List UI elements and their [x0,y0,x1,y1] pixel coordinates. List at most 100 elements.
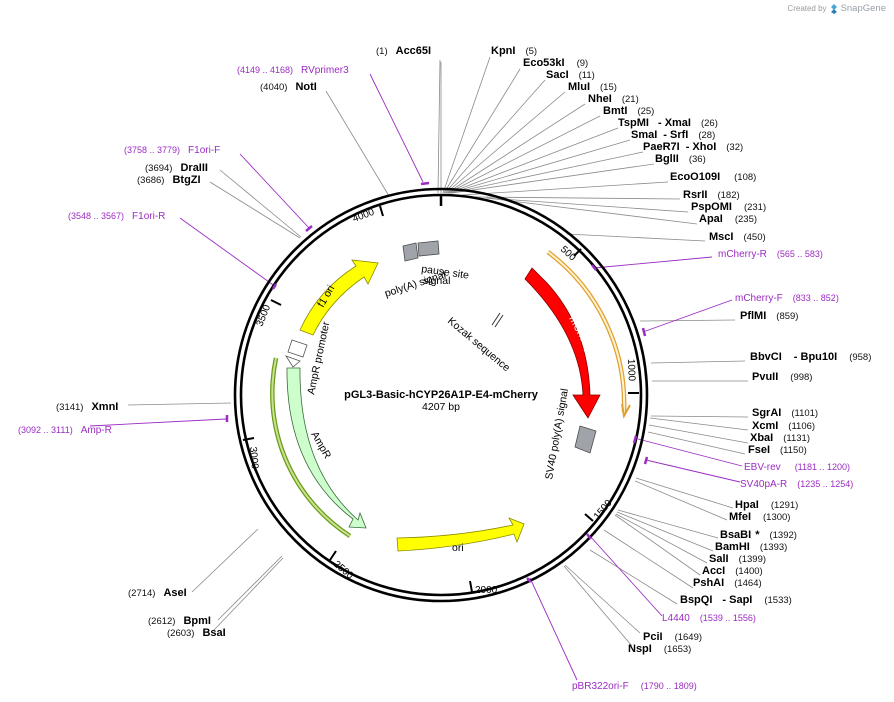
svg-text:(3548 .. 3567)F1ori-R: (3548 .. 3567)F1ori-R [68,211,165,222]
svg-text:RsrII(182): RsrII(182) [683,189,740,201]
primer-range: (4149 .. 4168) [237,65,293,75]
svg-text:KpnI(5): KpnI (5) [491,45,537,57]
enzyme-name: PciI [643,631,663,643]
enzyme-name: PflMI [740,310,766,322]
enzyme-position: (21) [622,94,639,105]
enzyme-leader-lines [127,56,749,647]
primer-range: (565 .. 583) [777,249,823,259]
svg-text:SacI(11): SacI(11) [546,69,595,81]
ampr-feature[interactable] [286,367,367,529]
enzyme-position: (5) [525,46,537,57]
svg-text:(4040)NotI: (4040)NotI [260,81,317,93]
polya-signal-feature[interactable] [402,242,419,262]
enzyme-position: (1) [376,46,388,57]
enzyme-name: SmaI [631,129,657,141]
ori-label: ori [452,542,464,554]
enzyme-name: FseI [748,444,770,456]
enzyme-labels-right: KpnI (5) Eco53kI(9) SacI(11) MluI (15) Nhe… [491,45,871,655]
ampr-promoter-feature[interactable] [285,339,308,368]
svg-text:(2714)AseI: (2714)AseI [128,587,187,599]
enzyme-name: NotI [295,81,316,93]
enzyme-name: NspI [628,643,652,655]
svg-text:XbaI(1131): XbaI(1131) [750,432,810,444]
enzyme-position: (3686) [137,175,164,186]
enzyme-name: Acc65I [396,45,431,57]
svg-text:XcmI(1106): XcmI(1106) [752,420,815,432]
svg-text:FseI(1150): FseI(1150) [748,444,807,456]
enzyme-position: (15) [600,82,617,93]
tick-label: 4000 [351,207,376,225]
enzyme-name: XmnI [91,401,118,413]
scale-ticks [242,205,639,593]
svg-text:SgrAI(1101): SgrAI(1101) [752,407,818,419]
primer-leader-lines [89,73,743,681]
sv40-polya-feature[interactable] [574,425,597,454]
primer-range: (833 .. 852) [793,293,839,303]
enzyme-name: AseI [163,587,186,599]
primer-range: (1235 .. 1254) [797,479,853,489]
enzyme-name: BmtI [603,105,627,117]
svg-text:NheI(21): NheI(21) [588,93,639,105]
svg-text:EBV-rev(1181 .. 1200): EBV-rev(1181 .. 1200) [744,462,850,473]
enzyme-position: (1399) [739,554,766,565]
svg-text:MfeI(1300): MfeI(1300) [729,511,790,523]
enzyme-position: (1393) [760,542,787,553]
enzyme-alias: - SrfI [663,129,688,141]
primer-name: F1ori-F [188,145,220,156]
enzyme-name: PaeR7I [643,141,680,153]
enzyme-position: (1291) [771,500,798,511]
enzyme-name: BbvCI [750,351,782,363]
enzyme-position: (450) [743,232,765,243]
svg-text:Eco53kI(9): Eco53kI(9) [523,57,588,69]
svg-text:PshAI(1464): PshAI(1464) [693,577,762,589]
primer-name: L4440 [662,613,690,624]
primer-name: RVprimer3 [301,65,349,76]
enzyme-name: BspQI [680,594,712,606]
primer-name: EBV-rev [744,462,781,473]
enzyme-position: (235) [735,214,757,225]
f1-ori-feature[interactable] [299,259,379,336]
enzyme-position: (1131) [783,433,810,444]
pause-site-label-signal: signal [423,275,450,287]
enzyme-name: EcoO109I [670,171,720,183]
svg-text:mCherry-R(565 .. 583): mCherry-R(565 .. 583) [718,249,823,260]
enzyme-name: RsrII [683,189,707,201]
snapgene-logo-icon [830,3,837,14]
snapgene-watermark: Created by SnapGene [787,3,886,14]
enzyme-alias: - SapI [722,594,752,606]
enzyme-name: BtgZI [172,174,200,186]
kozak-label: Kozak sequence [445,315,512,374]
enzyme-name: BamHI [715,541,750,553]
enzyme-position: (1392) [769,530,796,541]
enzyme-alias: * [755,529,760,541]
enzyme-position: (1533) [764,595,791,606]
plasmid-length: 4207 bp [422,401,460,413]
svg-text:pBR322ori-F(1790 .. 1809): pBR322ori-F(1790 .. 1809) [572,681,697,692]
enzyme-position: (859) [776,311,798,322]
enzyme-name: XcmI [752,420,778,432]
enzyme-alias: - XmaI [658,117,691,129]
mcherry-orf-arc-inner [547,251,626,413]
pause-site-feature[interactable] [417,240,440,257]
enzyme-position: (958) [849,352,871,363]
tick-label: 2000 [475,585,498,596]
enzyme-name: KpnI [491,45,515,57]
enzyme-name: BglII [655,153,679,165]
svg-text:BmtI(25): BmtI(25) [603,105,654,117]
svg-text:PspOMI(231): PspOMI(231) [691,201,766,213]
svg-text:PciI(1649): PciI (1649) [643,631,702,643]
ori-feature[interactable] [396,517,525,552]
mcherry-feature[interactable] [524,267,601,419]
enzyme-position: (231) [744,202,766,213]
svg-text:(2603)BsaI: (2603)BsaI [167,627,226,639]
enzyme-position: (3694) [145,163,172,174]
enzyme-alias: - XhoI [686,141,717,153]
svg-text:SalI(1399): SalI(1399) [709,553,766,565]
kozak-feature[interactable] [491,312,504,328]
mcherry-orf-arrowhead [621,403,631,420]
enzyme-name: HpaI [735,499,759,511]
enzyme-position: (1649) [675,632,702,643]
enzyme-name: MluI [568,81,590,93]
enzyme-position: (108) [734,172,756,183]
